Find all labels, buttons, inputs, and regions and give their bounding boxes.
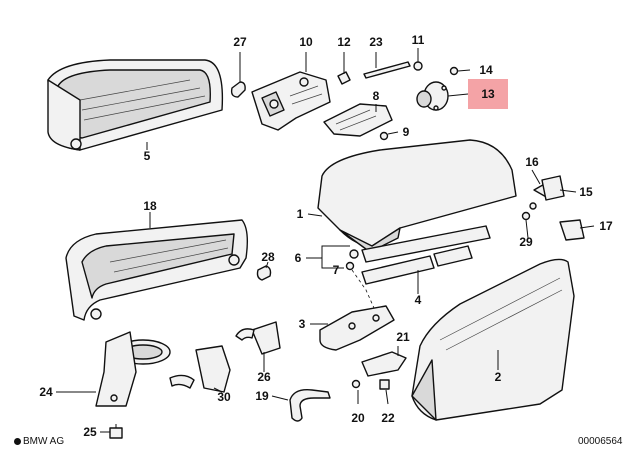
assembly-path-dashes — [351, 269, 375, 309]
part-6-screw — [349, 249, 359, 259]
part-15-bracket — [541, 175, 565, 201]
callout-5: 5 — [143, 149, 151, 163]
callout-15: 15 — [579, 185, 593, 199]
callout-8: 8 — [372, 89, 380, 103]
part-4-strips — [361, 225, 491, 285]
callout-23: 23 — [369, 35, 383, 49]
callout-29: 29 — [519, 235, 533, 249]
callout-17: 17 — [599, 219, 613, 233]
callout-26: 26 — [257, 370, 271, 384]
part-2-shell — [411, 258, 575, 421]
callout-27: 27 — [233, 35, 247, 49]
part-3-latch — [319, 305, 395, 351]
part-7-nut — [345, 261, 355, 271]
callout-4: 4 — [414, 293, 422, 307]
callout-24: 24 — [39, 385, 53, 399]
callout-28: 28 — [261, 250, 275, 264]
callout-19: 19 — [255, 389, 269, 403]
part-12-clip — [337, 71, 351, 85]
callout-3: 3 — [298, 317, 306, 331]
part-22-nut — [379, 379, 390, 390]
callout-2: 2 — [494, 370, 502, 384]
callout-12: 12 — [337, 35, 351, 49]
callout-7: 7 — [332, 263, 340, 277]
part-24-cupholder — [95, 331, 171, 407]
callout-30: 30 — [217, 390, 231, 404]
part-5-tray — [47, 59, 224, 151]
callout-6: 6 — [294, 251, 302, 265]
part-17-bracket — [559, 219, 585, 241]
part-29-nut — [521, 202, 537, 221]
part-30-mechanism — [169, 345, 231, 393]
callout-22: 22 — [381, 411, 395, 425]
callout-21: 21 — [396, 330, 410, 344]
part-1-lid — [317, 139, 517, 253]
part-21-plate — [361, 351, 407, 377]
part-23-rod — [363, 61, 411, 79]
callout-11: 11 — [411, 33, 425, 47]
callout-18: 18 — [143, 199, 157, 213]
brand-name: BMW AG — [23, 436, 65, 447]
leader-lines — [56, 48, 595, 433]
callout-16: 16 — [525, 155, 539, 169]
callout-1: 1 — [296, 207, 304, 221]
part-18-panel — [65, 219, 249, 321]
part-13-lock — [416, 81, 449, 111]
part-25-bolt — [109, 424, 123, 439]
callout-25: 25 — [83, 425, 97, 439]
part-10-bracket — [251, 71, 331, 131]
part-8-lever — [323, 103, 393, 137]
callout-14: 14 — [479, 63, 493, 77]
callout-13: 13 — [481, 87, 495, 101]
diagram-number: 00006564 — [578, 436, 623, 447]
copyright-icon — [14, 437, 21, 445]
part-14-screw — [449, 66, 459, 76]
part-28-bushing — [256, 265, 272, 281]
brand-credit: BMW AG — [14, 436, 64, 447]
callout-20: 20 — [351, 411, 365, 425]
part-20-screw — [351, 379, 361, 389]
part-26-hinge — [235, 321, 281, 355]
part-9-screw — [379, 131, 389, 141]
callout-10: 10 — [299, 35, 313, 49]
callout-13-highlight: 13 — [468, 79, 508, 109]
part-19-cable — [289, 389, 331, 422]
part-27-bushing — [230, 81, 246, 98]
callout-9: 9 — [402, 125, 410, 139]
